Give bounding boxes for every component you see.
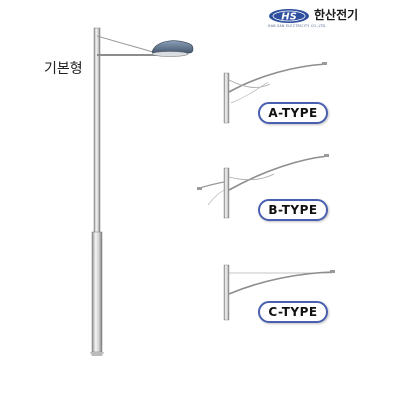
b-type-arm-right bbox=[228, 155, 329, 191]
logo-badge-text: HS bbox=[281, 12, 297, 23]
company-name: 한산전기 bbox=[314, 8, 359, 22]
c-type-label: C-TYPE bbox=[268, 305, 318, 319]
b-type-arm-left bbox=[199, 181, 225, 189]
lamp-head-icon bbox=[151, 40, 194, 57]
main-pole-lower bbox=[91, 231, 103, 353]
b-type-badge: B-TYPE bbox=[258, 199, 328, 221]
c-type-streetlight bbox=[223, 264, 335, 321]
c-type-pole bbox=[223, 264, 230, 321]
basic-type-label: 기본형 bbox=[44, 61, 83, 77]
a-type-arm bbox=[228, 63, 327, 93]
a-type-badge: A-TYPE bbox=[258, 102, 328, 124]
main-arm-brace bbox=[96, 35, 161, 55]
b-type-streetlight bbox=[197, 154, 329, 219]
company-english-name: HAN SAN ELECTRICITY CO.,LTD. bbox=[268, 24, 327, 28]
a-type-pole bbox=[223, 72, 230, 124]
company-logo-badge-icon: HS bbox=[269, 9, 309, 23]
main-pole-base bbox=[90, 352, 104, 356]
a-type-label: A-TYPE bbox=[268, 106, 318, 120]
c-type-badge: C-TYPE bbox=[258, 301, 328, 323]
a-type-brace bbox=[228, 79, 271, 88]
b-type-brace bbox=[228, 173, 275, 181]
basic-streetlight bbox=[90, 27, 194, 356]
main-pole-upper bbox=[93, 27, 101, 239]
b-type-pole bbox=[223, 167, 230, 219]
c-type-arm bbox=[228, 271, 334, 295]
a-type-streetlight bbox=[223, 62, 327, 124]
b-type-label: B-TYPE bbox=[268, 203, 318, 217]
company-logo: HS 한산전기 HAN SAN ELECTRICITY CO.,LTD. bbox=[268, 6, 388, 28]
